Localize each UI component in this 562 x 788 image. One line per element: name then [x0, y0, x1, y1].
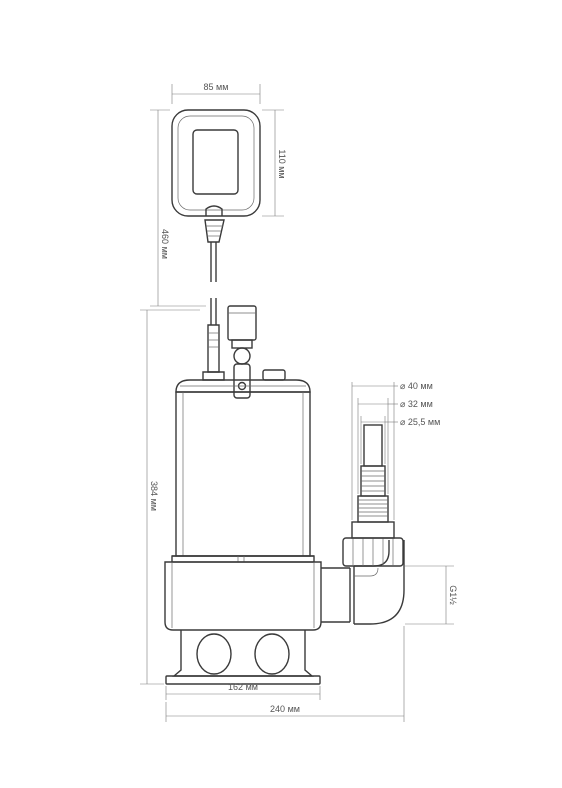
float-switch — [171, 109, 261, 282]
dim-label-total-width: 240 мм — [270, 704, 300, 714]
dim-label-base-width: 162 мм — [228, 682, 258, 692]
float-cap — [205, 205, 223, 216]
outlet-elbow — [321, 540, 405, 625]
float-outer — [171, 109, 261, 217]
float-inner — [177, 115, 255, 211]
cable-clamp — [227, 305, 257, 399]
dim-label-float-width: 85 мм — [204, 82, 229, 92]
dim-label-pump-height: 384 мм — [149, 481, 159, 511]
dim-label-cable-length: 460 мм — [160, 229, 170, 259]
motor-cap — [175, 379, 311, 393]
dim-label-thread: G1½ — [448, 585, 458, 605]
handle-nub — [262, 369, 286, 381]
union-nut — [342, 537, 404, 567]
dim-label-middle-diameter: ⌀ 32 мм — [400, 399, 433, 409]
float-window — [192, 129, 239, 195]
dim-label-float-height: 110 мм — [277, 149, 287, 178]
cable-entry — [202, 298, 225, 381]
base-stand — [165, 630, 321, 685]
dim-label-inner-diameter: ⌀ 25,5 мм — [400, 417, 440, 427]
motor-body — [171, 391, 315, 563]
dim-label-outer-diameter: ⌀ 40 мм — [400, 381, 433, 391]
base-hole-right — [254, 633, 290, 675]
dimension-lines — [140, 84, 454, 722]
base-hole-left — [196, 633, 232, 675]
float-cable-sleeve — [204, 219, 225, 243]
pump-housing — [164, 561, 322, 631]
hose-adapter — [351, 424, 395, 539]
